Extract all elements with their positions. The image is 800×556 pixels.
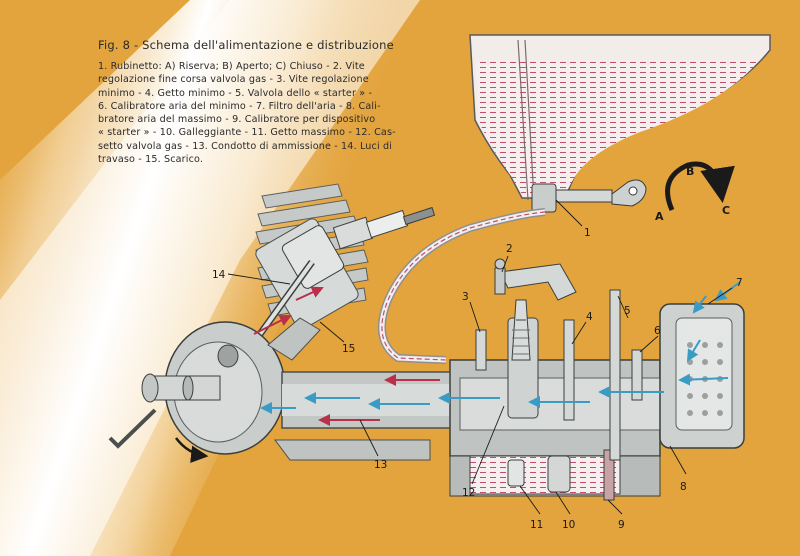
callout-4: 4 <box>586 311 593 323</box>
callout-3: 3 <box>462 291 469 303</box>
callout-5: 5 <box>624 305 631 317</box>
engine-cylinder <box>247 183 369 351</box>
adjusting-screws <box>475 289 643 461</box>
tap-position-b: B <box>686 165 694 178</box>
callout-1: 1 <box>584 227 591 239</box>
callout-8: 8 <box>680 481 687 493</box>
piston <box>281 225 345 289</box>
callout-6: 6 <box>654 325 661 337</box>
legend-line: regolazione fine corsa valvola gas - 3. … <box>98 74 369 86</box>
callout-13: 13 <box>374 459 387 471</box>
air-filter <box>659 303 745 449</box>
callout-11: 11 <box>530 519 543 531</box>
legend-line: minimo - 4. Getto minimo - 5. Valvola de… <box>98 87 373 99</box>
legend-line: 6. Calibratore aria del minimo - 7. Filt… <box>98 100 381 112</box>
callout-12: 12 <box>462 487 475 499</box>
air-flow-arrows <box>260 281 741 414</box>
callout-10: 10 <box>562 519 575 531</box>
legend-line: « starter » - 10. Galleggiante - 11. Get… <box>98 127 396 139</box>
callout-14: 14 <box>212 269 226 281</box>
tap-position-a: A <box>655 210 664 223</box>
rotation-arrow <box>175 437 209 464</box>
carburettor <box>449 359 661 501</box>
fuel-tap <box>531 179 647 213</box>
callout-7: 7 <box>736 277 743 289</box>
background-glow <box>0 0 520 556</box>
callout-2: 2 <box>506 243 513 255</box>
callout-9: 9 <box>618 519 625 531</box>
callout-labels: 1 2 3 4 5 6 7 8 9 10 11 12 13 14 15 <box>212 227 743 531</box>
crankshaft <box>108 373 221 449</box>
throttle-slide <box>507 299 539 419</box>
legend-line: setto valvola gas - 13. Condotto di ammi… <box>98 140 393 152</box>
spark-plug <box>332 206 436 250</box>
float-chamber <box>469 455 621 495</box>
mixture-flow-arrows <box>253 286 440 426</box>
figure-title: Fig. 8 - Schema dell'alimentazione e dis… <box>98 38 394 52</box>
tap-position-c: C <box>722 204 730 217</box>
throttle-lever <box>494 258 577 301</box>
tap-rotation-arrows: A B C <box>655 161 735 223</box>
fuel-tank <box>469 34 771 201</box>
callout-15: 15 <box>342 343 355 355</box>
leader-lines <box>227 199 733 515</box>
fuel-line <box>378 208 546 364</box>
figure-caption: Fig. 8 - Schema dell'alimentazione e dis… <box>98 38 416 166</box>
legend-line: bratore aria del massimo - 9. Calibrator… <box>98 114 376 126</box>
legend-line: travaso - 15. Scarico. <box>98 154 204 166</box>
legend-line: 1. Rubinetto: A) Riserva; B) Aperto; C) … <box>98 61 365 72</box>
figure-legend: 1. Rubinetto: A) Riserva; B) Aperto; C) … <box>98 60 416 166</box>
